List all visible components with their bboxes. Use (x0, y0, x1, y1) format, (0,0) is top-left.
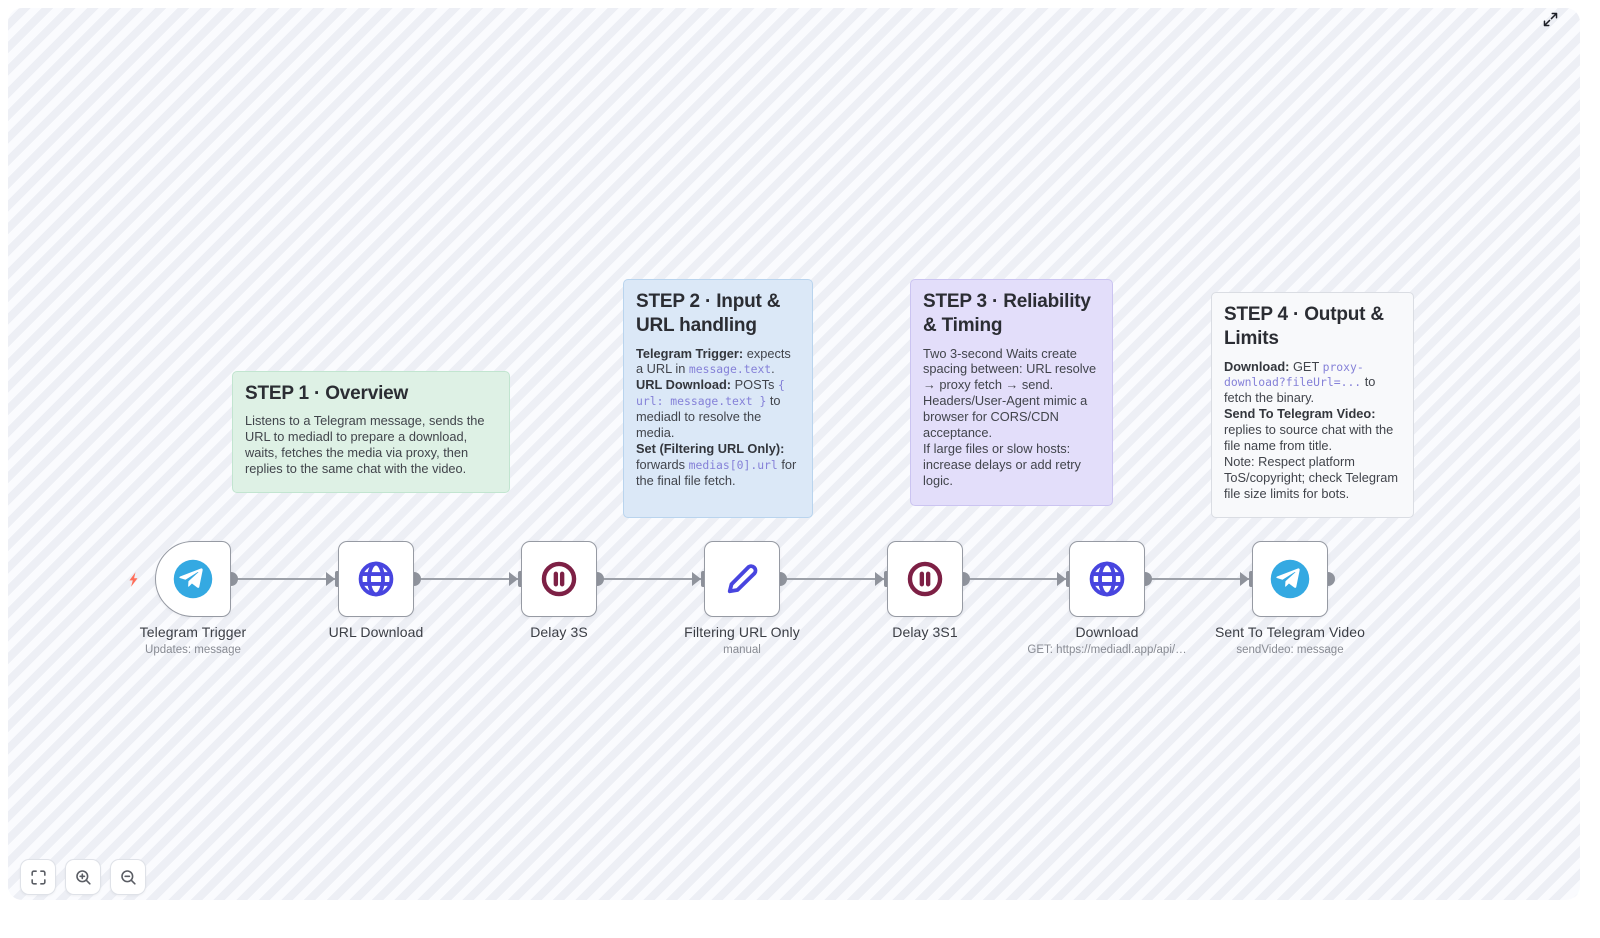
input-arrow-icon (1240, 572, 1249, 586)
node-label: URL Download (328, 624, 424, 640)
node-caption-delay-3s1: Delay 3S1 (892, 624, 958, 640)
node-label: Delay 3S1 (892, 624, 958, 640)
input-port[interactable] (335, 571, 340, 587)
connection-line[interactable] (414, 578, 521, 580)
node-delay-3s[interactable] (521, 541, 597, 617)
sticky-note-title: STEP 1 · Overview (245, 383, 409, 404)
pause-icon (904, 558, 946, 600)
node-caption-url-download: URL Download (329, 624, 424, 640)
input-port[interactable] (1066, 571, 1071, 587)
sticky-note-body: Download: GET proxy-download?fileUrl=...… (1224, 358, 1399, 501)
node-download[interactable] (1069, 541, 1145, 617)
sticky-note-body: Listens to a Telegram message, sends the… (245, 413, 485, 476)
node-sublabel: GET: https://mediadl.app/api/… (1027, 644, 1187, 656)
fit-view-button[interactable] (20, 859, 56, 895)
pencil-icon (721, 558, 763, 600)
telegram-icon (1269, 558, 1311, 600)
node-caption-sent-to-telegram-video: Sent To Telegram Video sendVideo: message (1215, 624, 1365, 656)
sticky-note-title: STEP 2 · Input & URL handling (636, 291, 781, 337)
node-label: Telegram Trigger (139, 624, 247, 640)
zoom-in-icon (74, 868, 93, 887)
input-port[interactable] (518, 571, 523, 587)
input-arrow-icon (875, 572, 884, 586)
input-arrow-icon (326, 572, 335, 586)
expand-canvas-button[interactable] (1538, 7, 1562, 31)
fit-view-icon (29, 868, 48, 887)
node-label: Delay 3S (530, 624, 588, 640)
expand-diagonal-icon (1542, 11, 1559, 28)
globe-icon (355, 558, 397, 600)
globe-icon (1086, 558, 1128, 600)
pause-icon (538, 558, 580, 600)
sticky-note-body: Telegram Trigger: expects a URL in messa… (636, 345, 797, 488)
node-label: Filtering URL Only (684, 624, 800, 640)
input-port[interactable] (701, 571, 706, 587)
node-url-download[interactable] (338, 541, 414, 617)
input-arrow-icon (1057, 572, 1066, 586)
input-port[interactable] (884, 571, 889, 587)
connection-line[interactable] (597, 578, 704, 580)
node-sublabel: Updates: message (145, 644, 241, 656)
zoom-in-button[interactable] (65, 859, 101, 895)
node-sent-to-telegram-video[interactable] (1252, 541, 1328, 617)
node-label: Sent To Telegram Video (1214, 624, 1366, 640)
input-arrow-icon (692, 572, 701, 586)
sticky-note-title: STEP 3 · Reliability & Timing (923, 291, 1091, 337)
input-arrow-icon (509, 572, 518, 586)
zoom-out-button[interactable] (110, 859, 146, 895)
lightning-icon (126, 570, 143, 589)
connection-line[interactable] (963, 578, 1069, 580)
sticky-note-title: STEP 4 · Output & Limits (1224, 304, 1384, 350)
node-delay-3s1[interactable] (887, 541, 963, 617)
node-label: Download (1075, 624, 1139, 640)
node-filtering-url-only[interactable] (704, 541, 780, 617)
connection-line[interactable] (231, 578, 338, 580)
node-sublabel: sendVideo: message (1236, 644, 1344, 656)
node-caption-delay-3s: Delay 3S (530, 624, 588, 640)
node-caption-filtering-url-only: Filtering URL Only manual (684, 624, 800, 656)
input-port[interactable] (1249, 571, 1254, 587)
node-sublabel: manual (723, 644, 761, 656)
zoom-out-icon (119, 868, 138, 887)
sticky-note-body: Two 3-second Waits create spacing betwee… (923, 345, 1097, 488)
node-telegram-trigger[interactable] (155, 541, 231, 617)
connection-line[interactable] (780, 578, 887, 580)
telegram-icon (172, 558, 214, 600)
connection-line[interactable] (1145, 578, 1252, 580)
